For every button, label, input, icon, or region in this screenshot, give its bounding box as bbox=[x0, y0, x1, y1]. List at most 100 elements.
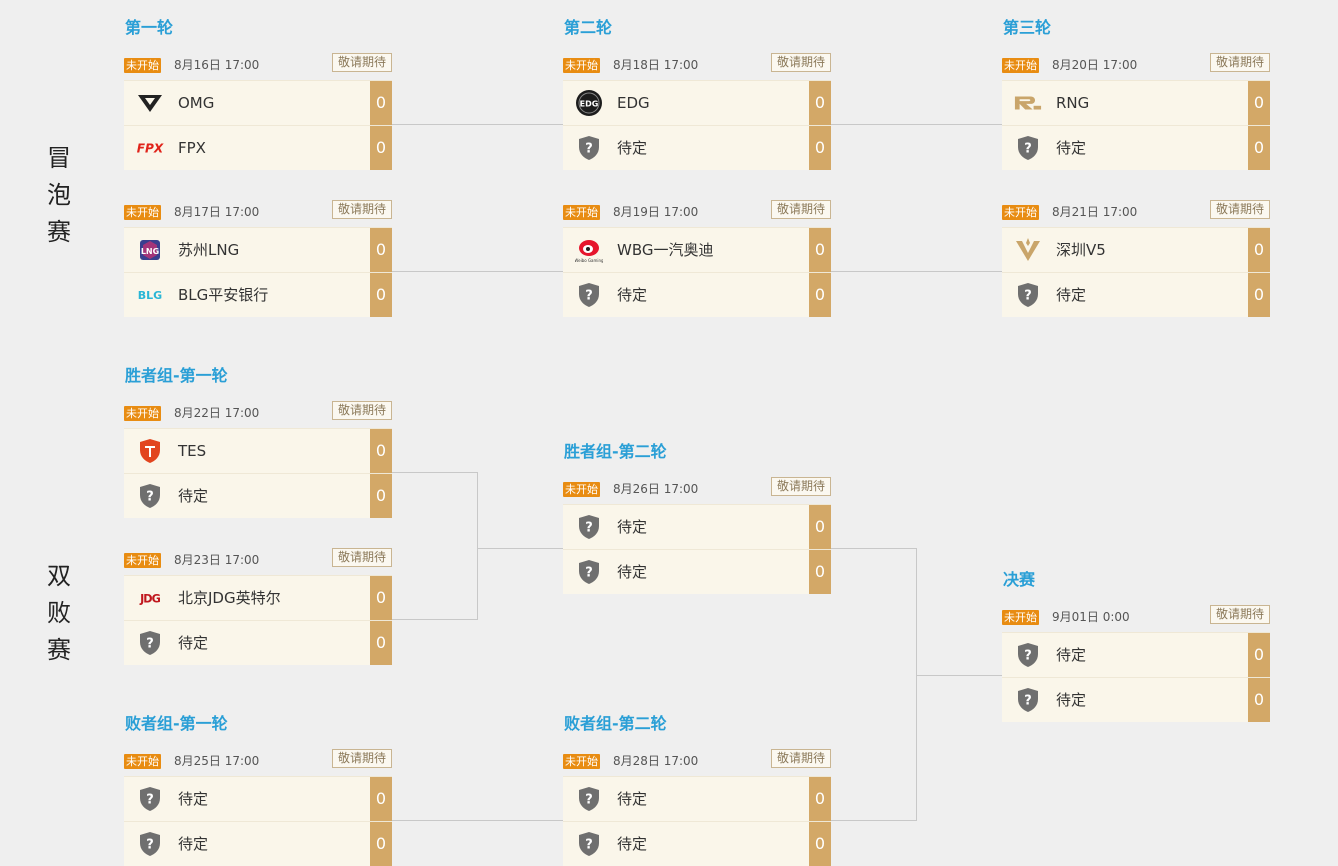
team-row[interactable]: ? 待定 0 bbox=[563, 125, 831, 170]
svg-text:?: ? bbox=[146, 793, 154, 808]
blg-logo-icon: BLG bbox=[136, 282, 164, 308]
round-title: 胜者组-第一轮 bbox=[125, 366, 228, 385]
team-name: 苏州LNG bbox=[178, 241, 240, 259]
remind-button[interactable]: 敬请期待 bbox=[331, 53, 392, 72]
remind-button[interactable]: 敬请期待 bbox=[770, 749, 831, 768]
match-card: 第三轮 未开始 8月20日 17:00 敬请期待 RNG 0 ? 待定 0 bbox=[1002, 18, 1270, 170]
team-name: EDG bbox=[617, 94, 650, 112]
match-date: 8月20日 17:00 bbox=[1052, 58, 1138, 72]
match-card: 第二轮 未开始 8月18日 17:00 敬请期待 EDG EDG 0 ? 待定 … bbox=[563, 18, 831, 170]
round-title: 败者组-第一轮 bbox=[125, 714, 228, 733]
team-name: 待定 bbox=[617, 286, 648, 304]
tbd-shield-icon: ? bbox=[136, 786, 164, 812]
team-row[interactable]: ? 待定 0 bbox=[563, 272, 831, 317]
svg-text:EDG: EDG bbox=[580, 100, 599, 109]
team-row[interactable]: LNG 苏州LNG 0 bbox=[124, 227, 392, 272]
match-header: 未开始 8月23日 17:00 敬请期待 bbox=[124, 545, 392, 575]
match-card: 未开始 8月21日 17:00 敬请期待 深圳V5 0 ? 待定 0 bbox=[1002, 197, 1270, 317]
remind-button[interactable]: 敬请期待 bbox=[770, 477, 831, 496]
remind-button[interactable]: 敬请期待 bbox=[331, 548, 392, 567]
team-score: 0 bbox=[1248, 81, 1270, 125]
remind-button[interactable]: 敬请期待 bbox=[331, 200, 392, 219]
team-name: WBG一汽奥迪 bbox=[617, 241, 714, 259]
svg-text:?: ? bbox=[585, 289, 593, 304]
match-date: 8月22日 17:00 bbox=[174, 406, 260, 420]
team-name: 待定 bbox=[1056, 646, 1087, 664]
team-score: 0 bbox=[809, 273, 831, 317]
svg-text:Weibo Gaming: Weibo Gaming bbox=[575, 258, 603, 263]
jdg-logo-icon: JDG bbox=[136, 585, 164, 611]
team-row[interactable]: ? 待定 0 bbox=[1002, 125, 1270, 170]
bracket-connector bbox=[916, 548, 917, 821]
round-title: 第二轮 bbox=[564, 18, 613, 37]
match-header: 未开始 8月21日 17:00 敬请期待 bbox=[1002, 197, 1270, 227]
svg-text:?: ? bbox=[146, 637, 154, 652]
status-badge: 未开始 bbox=[124, 406, 161, 421]
team-row[interactable]: ? 待定 0 bbox=[563, 504, 831, 549]
match-date: 8月26日 17:00 bbox=[613, 482, 699, 496]
tbd-shield-icon: ? bbox=[575, 831, 603, 857]
match-header: 未开始 8月20日 17:00 敬请期待 bbox=[1002, 50, 1270, 80]
team-row[interactable]: ? 待定 0 bbox=[1002, 272, 1270, 317]
remind-button[interactable]: 敬请期待 bbox=[1209, 200, 1270, 219]
team-row[interactable]: 深圳V5 0 bbox=[1002, 227, 1270, 272]
svg-text:BLG: BLG bbox=[138, 289, 162, 302]
match-date: 8月16日 17:00 bbox=[174, 58, 260, 72]
remind-button[interactable]: 敬请期待 bbox=[770, 53, 831, 72]
status-badge: 未开始 bbox=[124, 754, 161, 769]
team-row[interactable]: EDG EDG 0 bbox=[563, 80, 831, 125]
team-row[interactable]: RNG 0 bbox=[1002, 80, 1270, 125]
bracket-connector bbox=[831, 820, 917, 821]
match-header: 未开始 8月19日 17:00 敬请期待 bbox=[563, 197, 831, 227]
match-date: 8月17日 17:00 bbox=[174, 205, 260, 219]
bracket-connector bbox=[392, 472, 478, 473]
remind-button[interactable]: 敬请期待 bbox=[770, 200, 831, 219]
team-row[interactable]: FPX FPX 0 bbox=[124, 125, 392, 170]
team-name: 待定 bbox=[1056, 691, 1087, 709]
team-score: 0 bbox=[370, 621, 392, 665]
team-row[interactable]: ? 待定 0 bbox=[124, 620, 392, 665]
section-label-bubble: 冒 泡 赛 bbox=[47, 144, 71, 246]
team-score: 0 bbox=[809, 822, 831, 866]
status-badge: 未开始 bbox=[1002, 58, 1039, 73]
team-row[interactable]: ? 待定 0 bbox=[563, 549, 831, 594]
match-date: 8月25日 17:00 bbox=[174, 754, 260, 768]
team-row[interactable]: ? 待定 0 bbox=[563, 776, 831, 821]
team-row[interactable]: ? 待定 0 bbox=[563, 821, 831, 866]
remind-button[interactable]: 敬请期待 bbox=[1209, 53, 1270, 72]
bracket-connector bbox=[477, 472, 478, 620]
team-row[interactable]: OMG 0 bbox=[124, 80, 392, 125]
tbd-shield-icon: ? bbox=[575, 282, 603, 308]
team-row[interactable]: ? 待定 0 bbox=[1002, 632, 1270, 677]
team-row[interactable]: Weibo Gaming WBG一汽奥迪 0 bbox=[563, 227, 831, 272]
team-row[interactable]: BLG BLG平安银行 0 bbox=[124, 272, 392, 317]
svg-text:?: ? bbox=[585, 566, 593, 581]
match-card: 未开始 8月17日 17:00 敬请期待 LNG 苏州LNG 0 BLG BLG… bbox=[124, 197, 392, 317]
team-score: 0 bbox=[809, 126, 831, 170]
team-row[interactable]: JDG 北京JDG英特尔 0 bbox=[124, 575, 392, 620]
tbd-shield-icon: ? bbox=[575, 514, 603, 540]
team-row[interactable]: TES 0 bbox=[124, 428, 392, 473]
svg-text:JDG: JDG bbox=[139, 593, 161, 606]
team-score: 0 bbox=[809, 228, 831, 272]
remind-button[interactable]: 敬请期待 bbox=[331, 749, 392, 768]
svg-text:?: ? bbox=[585, 142, 593, 157]
rng-logo-icon bbox=[1014, 90, 1042, 116]
team-name: 待定 bbox=[178, 634, 209, 652]
tes-logo-icon bbox=[136, 438, 164, 464]
round-title: 决赛 bbox=[1003, 570, 1036, 589]
status-badge: 未开始 bbox=[1002, 205, 1039, 220]
svg-text:?: ? bbox=[1024, 289, 1032, 304]
team-score: 0 bbox=[1248, 126, 1270, 170]
tbd-shield-icon: ? bbox=[575, 559, 603, 585]
team-row[interactable]: ? 待定 0 bbox=[1002, 677, 1270, 722]
team-name: 待定 bbox=[178, 487, 209, 505]
match-date: 8月23日 17:00 bbox=[174, 553, 260, 567]
team-row[interactable]: ? 待定 0 bbox=[124, 776, 392, 821]
status-badge: 未开始 bbox=[563, 482, 600, 497]
remind-button[interactable]: 敬请期待 bbox=[331, 401, 392, 420]
team-row[interactable]: ? 待定 0 bbox=[124, 473, 392, 518]
match-header: 未开始 8月22日 17:00 敬请期待 bbox=[124, 398, 392, 428]
remind-button[interactable]: 敬请期待 bbox=[1209, 605, 1270, 624]
team-row[interactable]: ? 待定 0 bbox=[124, 821, 392, 866]
